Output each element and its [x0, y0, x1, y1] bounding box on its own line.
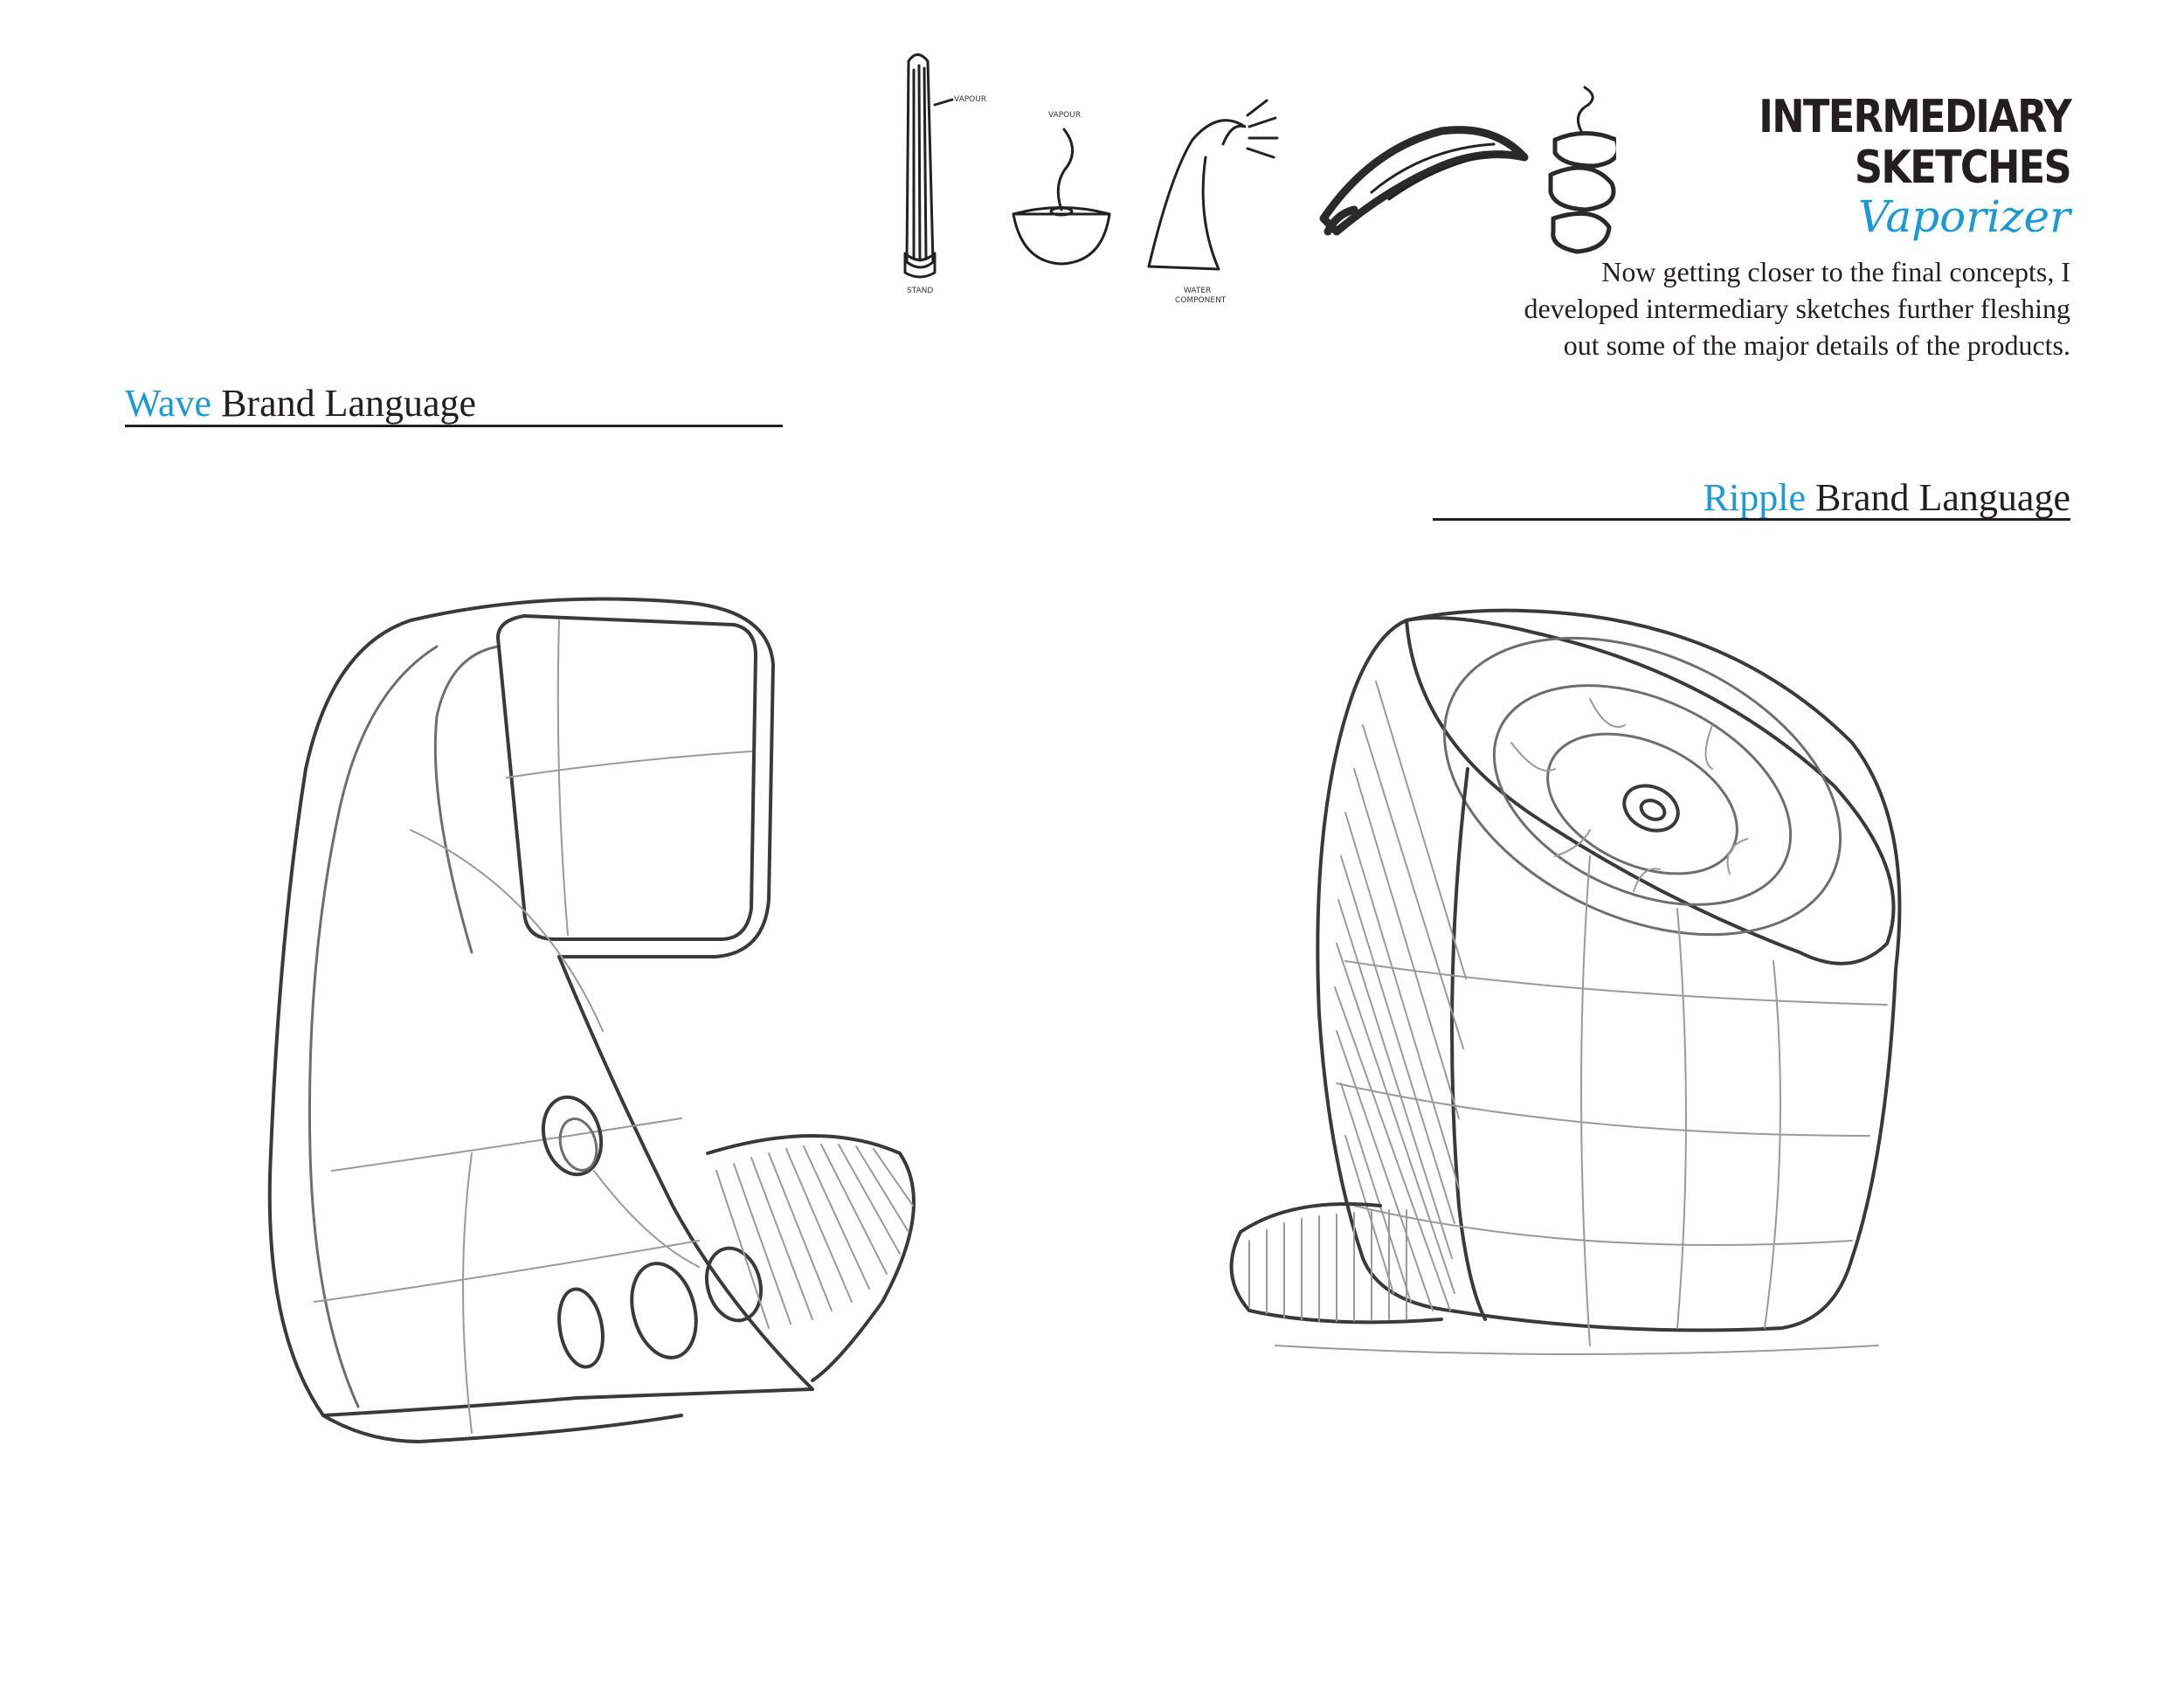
thumbnail-wave-sketch: WATER COMPONENT: [1147, 99, 1279, 305]
wave-heading-rule: [125, 425, 783, 427]
wave-heading-accent: Wave: [125, 382, 212, 425]
page-title-line-1: INTERMEDIARY: [1759, 91, 2071, 143]
wave-section-heading: Wave Brand Language: [125, 382, 476, 425]
ripple-section-heading: Ripple Brand Language: [1704, 476, 2070, 520]
wave-shadow-hatching: [715, 1144, 914, 1329]
label-water-1: WATER: [1184, 287, 1211, 295]
page-subtitle: Vaporizer: [1857, 191, 2070, 242]
ripple-heading-rule: [1433, 518, 2070, 521]
thumbnail-stack-sketch: [1548, 86, 1616, 254]
page-title-line-2: SKETCHES: [1854, 142, 2072, 194]
label-stand: STAND: [907, 287, 933, 295]
ripple-side-hatching: [1334, 681, 1467, 1311]
label-vapour-2: VAPOUR: [1048, 111, 1081, 120]
wave-heading-rest: Brand Language: [211, 382, 477, 425]
label-water-2: COMPONENT: [1175, 296, 1227, 305]
ripple-shadow-hatching: [1248, 1209, 1407, 1322]
thumbnail-sketches: VAPOUR STAND VAPOUR WATER COMPONENT: [903, 53, 1616, 305]
pencil-sketch-ripple-vaporizer: [1229, 608, 1902, 1355]
thumbnail-column-sketch: VAPOUR STAND: [903, 53, 986, 295]
pencil-sketch-wave-vaporizer: [267, 597, 916, 1443]
title-block: INTERMEDIARY SKETCHES Vaporizer: [1459, 91, 2072, 242]
ripple-heading-rest: Brand Language: [1806, 476, 2070, 519]
intro-paragraph: Now getting closer to the final concepts…: [1524, 256, 2070, 361]
thumbnail-swoosh-sketch: [1319, 126, 1529, 236]
ripple-heading-accent: Ripple: [1703, 476, 1806, 519]
label-vapour: VAPOUR: [954, 95, 986, 104]
thumbnail-bowl-sketch: VAPOUR: [1012, 111, 1111, 266]
